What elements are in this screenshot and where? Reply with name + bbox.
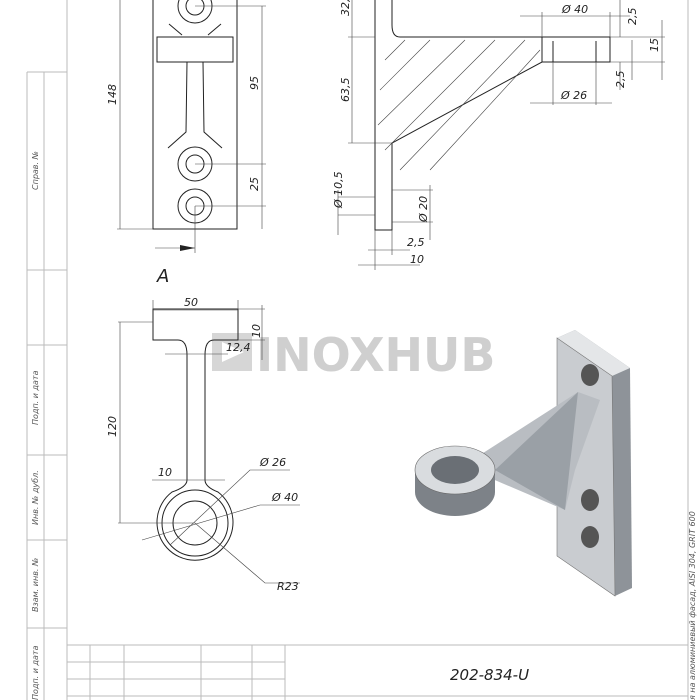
- dim-10-stem: 10: [158, 466, 172, 479]
- dim-d40-section: Ø 40: [561, 3, 588, 16]
- watermark: INOXHUB: [256, 328, 495, 382]
- dim-63-5: 63,5: [339, 78, 352, 103]
- dim-2-5-bottom: 2,5: [614, 71, 627, 89]
- dim-d40-top: Ø 40: [271, 491, 298, 504]
- dim-d26-top: Ø 26: [259, 456, 286, 469]
- isometric-render: [414, 330, 632, 597]
- stamp-label: Инв. № дубл.: [31, 470, 40, 525]
- dim-2-5-top: 2,5: [626, 8, 639, 26]
- dim-r23: R23: [277, 580, 299, 593]
- dim-d20: Ø 20: [417, 196, 430, 223]
- section-label: A: [156, 266, 169, 287]
- section-view: [337, 0, 665, 270]
- dim-120: 120: [106, 416, 119, 437]
- dim-2-5-cbore: 2,5: [407, 236, 425, 249]
- stamp-label: Взам. инв. №: [31, 558, 40, 612]
- stamp-label: Подп. и дата: [31, 370, 40, 425]
- top-view: [118, 300, 300, 584]
- dim-148: 148: [106, 84, 119, 105]
- stamp-label: Справ. №: [31, 151, 40, 190]
- dim-12-4: 12,4: [226, 341, 251, 354]
- dim-d26-section: Ø 26: [560, 89, 587, 102]
- dim-32-5: 32,5: [339, 0, 352, 16]
- side-note: я на алюминиевый фасад, AISI 304, GRIT 6…: [688, 511, 697, 700]
- drawing-frame: [26, 0, 689, 700]
- dim-15: 15: [648, 38, 661, 52]
- dim-50: 50: [184, 296, 198, 309]
- dim-d10-5: Ø 10,5: [332, 171, 345, 209]
- title-block: [67, 644, 688, 700]
- dim-10-top: 10: [250, 324, 263, 338]
- dim-25: 25: [248, 177, 261, 191]
- part-number: 202-834-U: [450, 666, 529, 684]
- stamp-label: Подп. и дата: [31, 645, 40, 700]
- front-view: [117, 0, 266, 253]
- dim-10-plate: 10: [410, 253, 424, 266]
- dim-95: 95: [248, 76, 261, 90]
- watermark-logo: [212, 333, 252, 371]
